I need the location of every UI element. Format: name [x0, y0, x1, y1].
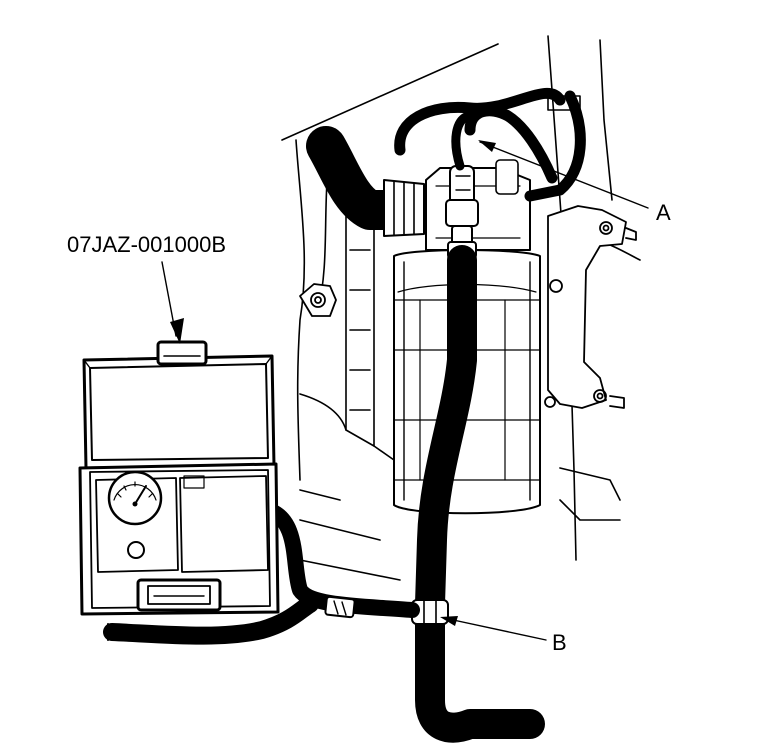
tool-callout: 07JAZ-001000B [67, 232, 226, 344]
callout-b: B [440, 616, 567, 655]
vapor-hoses [394, 87, 586, 202]
pressure-gauge-icon [107, 470, 163, 526]
test-hose-vertical [415, 245, 477, 619]
mounting-bracket-right [544, 205, 637, 409]
purge-hose-elbow [306, 126, 425, 237]
callout-a: A [478, 140, 671, 225]
callout-a-label: A [656, 200, 671, 225]
canister-mount-bolt [299, 283, 337, 317]
pressure-hose: PRES [103, 595, 319, 645]
callout-b-label: B [552, 630, 567, 655]
t-fitting [411, 599, 545, 743]
hose-marking-label: PRES [158, 630, 178, 640]
pressure-tester [78, 340, 280, 616]
tool-number-label: 07JAZ-001000B [67, 232, 226, 257]
